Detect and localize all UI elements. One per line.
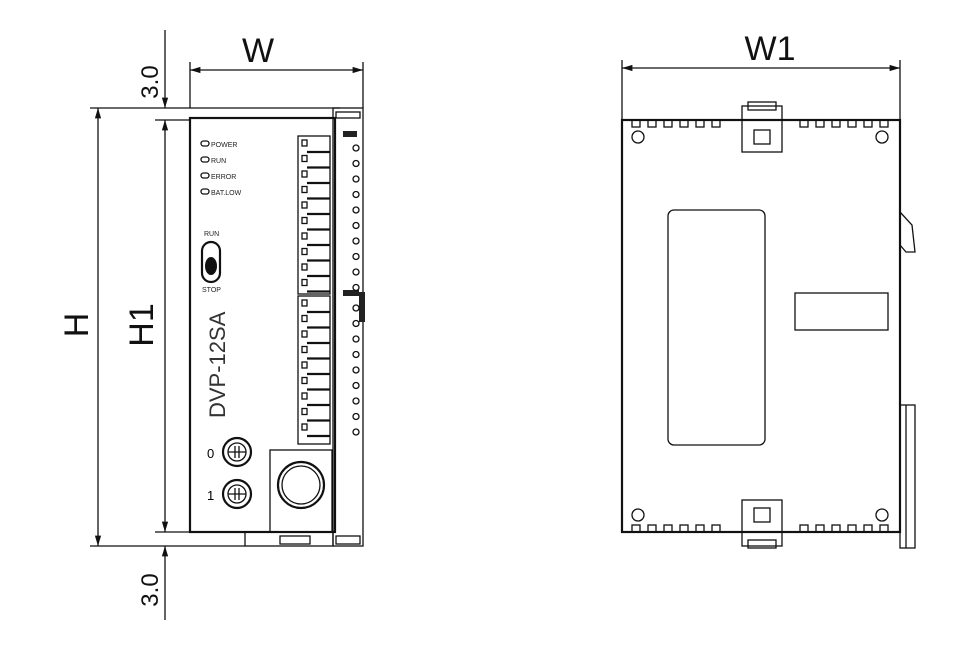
terminal-led: [352, 366, 360, 374]
terminal-led: [352, 428, 360, 436]
terminal-led: [352, 319, 360, 328]
dimension-label-h1: H1: [123, 303, 161, 346]
terminal-led: [352, 159, 360, 168]
terminal-screw: [301, 376, 308, 385]
led-indicators: POWER RUN ERROR BAT.LOW: [200, 140, 242, 197]
terminal-led: [352, 190, 360, 199]
run-stop-switch: RUN STOP: [200, 231, 221, 294]
svg-text:0: 0: [207, 446, 214, 461]
led-run: RUN: [200, 156, 226, 165]
terminal-screw: [301, 263, 308, 271]
terminal-led: [352, 304, 360, 312]
svg-text:BAT.LOW: BAT.LOW: [211, 190, 242, 197]
terminal-screw: [301, 232, 308, 240]
terminal-screw: [301, 139, 308, 147]
svg-text:RUN: RUN: [211, 158, 226, 165]
terminal-screw: [301, 314, 308, 323]
terminal-led: [352, 268, 360, 276]
terminal-led: [352, 237, 360, 245]
dimension-label-top-offset: 3.0: [137, 65, 164, 98]
plc-side-view: [620, 101, 916, 549]
svg-text:STOP: STOP: [202, 287, 221, 294]
terminal-led: [352, 335, 360, 343]
terminal-screw: [301, 216, 308, 225]
led-power: POWER: [200, 140, 237, 149]
led-error: ERROR: [200, 172, 236, 181]
dimension-label-bottom-offset: 3.0: [137, 573, 164, 606]
dimension-label-h: H: [58, 313, 96, 338]
terminal-screw: [301, 201, 308, 209]
terminal-led: [352, 350, 360, 359]
terminal-screw: [301, 423, 308, 431]
dimension-label-w: W: [242, 32, 274, 70]
terminal-led: [352, 283, 360, 292]
terminal-screw: [301, 278, 308, 287]
terminal-screw: [301, 392, 308, 400]
terminal-led: [352, 175, 360, 183]
terminal-led: [352, 221, 360, 230]
comm-port-0: 0: [207, 436, 253, 468]
terminal-led: [352, 206, 360, 214]
model-label: DVP-12SA: [205, 311, 230, 418]
svg-text:1: 1: [207, 488, 214, 503]
led-bat-low: BAT.LOW: [200, 188, 242, 197]
terminal-screw: [301, 345, 308, 354]
terminal-led: [352, 412, 360, 421]
terminal-screw: [301, 154, 308, 163]
svg-text:POWER: POWER: [211, 142, 237, 149]
terminal-led: [352, 381, 360, 390]
dimension-label-w1: W1: [745, 30, 796, 68]
terminal-screw: [301, 185, 308, 194]
terminal-screw: [301, 361, 308, 369]
terminal-screw: [301, 407, 308, 416]
terminal-led: [352, 397, 360, 405]
dimension-lines-left: [90, 30, 364, 620]
svg-text:ERROR: ERROR: [211, 174, 236, 181]
svg-text:RUN: RUN: [204, 231, 219, 238]
terminal-led: [352, 144, 360, 152]
dimension-lines-right: [621, 60, 901, 120]
terminal-led: [352, 252, 360, 261]
battery-cover: [269, 449, 333, 533]
terminal-screw: [301, 299, 308, 307]
terminal-screw: [301, 330, 308, 338]
comm-port-1: 1: [207, 478, 253, 510]
terminal-screw: [301, 247, 308, 256]
terminal-screw: [301, 170, 308, 178]
plc-front-view: [188, 107, 365, 547]
